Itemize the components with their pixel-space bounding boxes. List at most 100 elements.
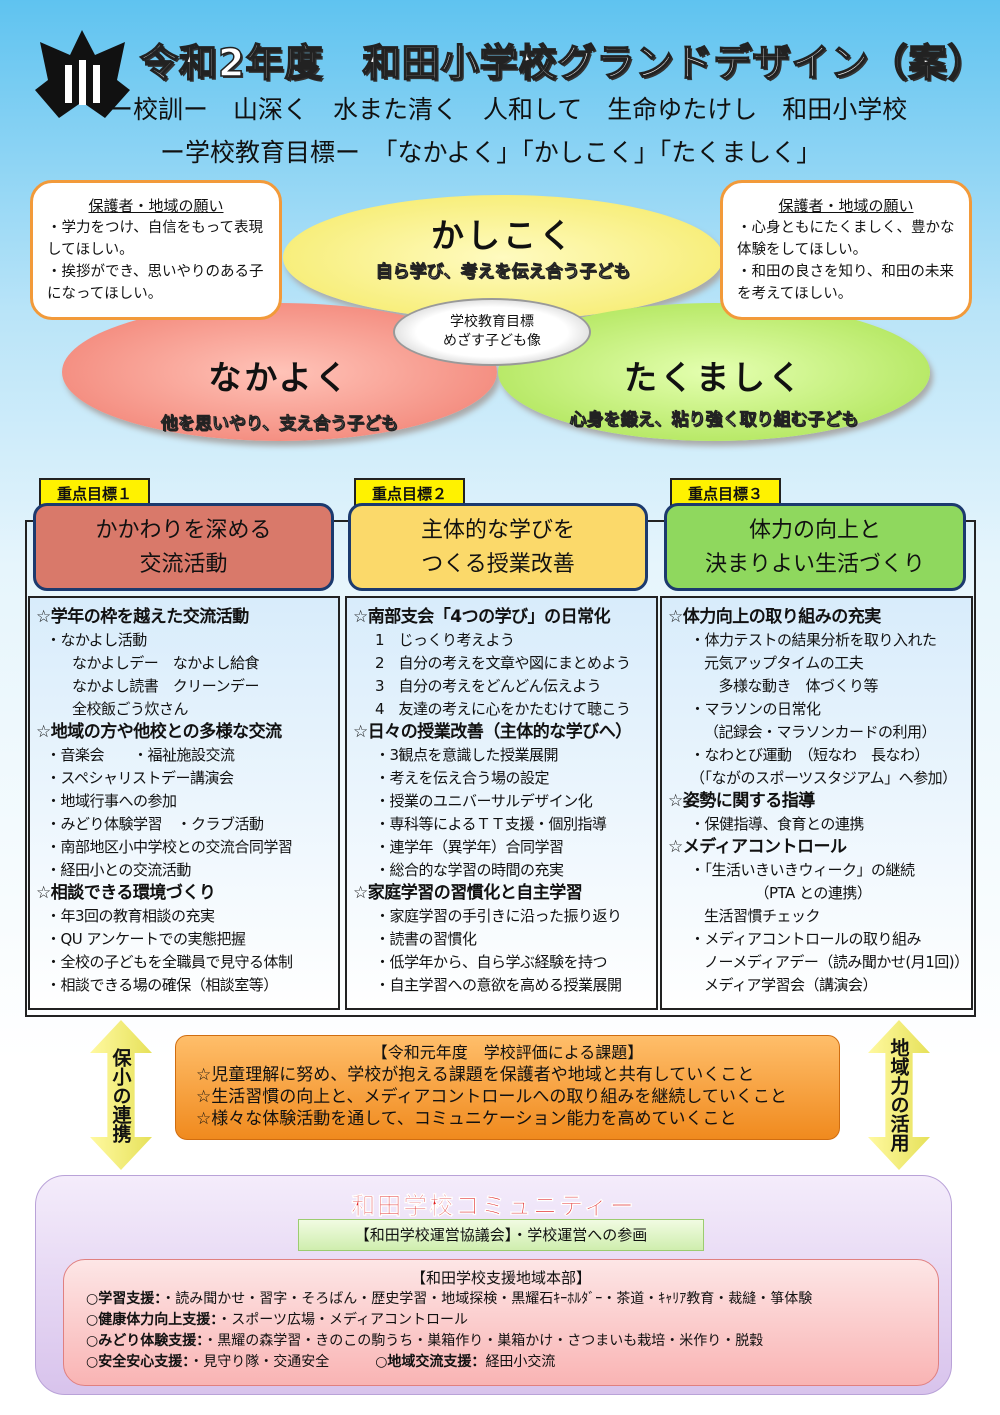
wish-line: ・心身ともにたくましく、豊かな体験をしてほしい。 [737, 220, 955, 258]
list-item: 多様な動き 体づくり等 [704, 677, 879, 695]
page-title: 令和2年度 和田小学校グランドデザイン（案） [139, 40, 987, 86]
oval-subtitle: 自ら学び、考えを伝え合う子ども [375, 262, 631, 283]
oval-title: なかよく [208, 358, 351, 397]
school-goals: ー学校教育目標ー 「なかよく」「かしこく」「たくましく」 [160, 138, 822, 167]
oval-center: 学校教育目標 めざす子ども像 [393, 298, 591, 366]
support-text: ・見守り隊・交通安全 [189, 1354, 330, 1370]
school-crest-logo [35, 30, 130, 118]
support-label: ○学習支援： [86, 1291, 162, 1307]
list-item: ・全校の子どもを全職員で見守る体制 [46, 953, 293, 971]
list-item: ・南部地区小中学校との交流合同学習 [46, 838, 293, 856]
section-heading: ☆日々の授業改善（主体的な学びへ） [353, 722, 632, 742]
list-item: ・みどり体験学習 ・クラブ活動 [46, 815, 264, 833]
wish-line: ・挨拶ができ、思いやりのある子になってほしい。 [47, 264, 264, 302]
list-item: ・専科等によるＴＴ支援・個別指導 [375, 815, 607, 833]
list-item: ・保健指導、食育との連携 [690, 815, 864, 833]
list-item: 2 自分の考えを文章や図にまとめよう [375, 654, 631, 672]
column-body: ☆南部支会「4つの学び」の日常化 1 じっくり考えよう 2 自分の考えを文章や図にま… [345, 596, 658, 1010]
wish-title: 保護者・地域の願い [88, 197, 224, 215]
list-item: 全校飯ごう炊さん [72, 700, 189, 718]
support-text: ・スポーツ広場・メディアコントロール [217, 1312, 468, 1328]
section-heading: ☆体力向上の取り組みの充実 [668, 607, 881, 627]
section-heading: ☆地域の方や他校との多様な交流 [36, 722, 282, 742]
issue-line: ☆様々な体験活動を通して、コミュニケーション能力を高めていくこと [196, 1109, 737, 1129]
school-motto: ー校訓ー 山深く 水また清く 人和して 生命ゆたけし 和田小学校 [108, 95, 908, 124]
section-heading: ☆家庭学習の習慣化と自主学習 [353, 883, 583, 903]
list-item: ・体力テストの結果分析を取り入れた [690, 631, 937, 649]
support-row: ○健康体力向上支援：・スポーツ広場・メディアコントロール [86, 1310, 916, 1331]
support-box: 【和田学校支援地域本部】 ○学習支援：・読み聞かせ・習字・そろばん・歴史学習・地… [63, 1259, 939, 1386]
heading-line: 交流活動 [139, 552, 228, 577]
list-item: ・音楽会 ・福祉施設交流 [46, 746, 235, 764]
community-box: 和田学校コミュニティー 【和田学校運営協議会】・学校運営への参画 【和田学校支援… [35, 1175, 952, 1395]
list-item: ・授業のユニバーサルデザイン化 [375, 792, 593, 810]
heading-line: つくる授業改善 [421, 552, 575, 577]
support-text: ・読み聞かせ・習字・そろばん・歴史学習・地域探検・黒耀石ｷｰﾎﾙﾀﾞｰ・茶道・ｷ… [161, 1291, 813, 1307]
support-row: ○安全安心支援：・見守り隊・交通安全 ○地域交流支援：経田小交流 [86, 1352, 916, 1373]
list-item: 3 自分の考えをどんどん伝えよう [375, 677, 602, 695]
list-item: 1 じっくり考えよう [375, 631, 515, 649]
list-item: ・総合的な学習の時間の充実 [375, 861, 564, 879]
wish-line: ・和田の良さを知り、和田の未来を考えてほしい。 [737, 264, 954, 302]
list-item: 元気アップタイムの工夫 [704, 654, 864, 672]
support-label: ○みどり体験支援： [86, 1333, 204, 1349]
heading-line: 主体的な学びを [420, 518, 575, 543]
list-item: （記録会・マラソンカードの利用） [704, 723, 937, 741]
wish-title: 保護者・地域の願い [778, 197, 914, 215]
list-item: なかよし読書 クリーンデー [72, 677, 260, 695]
oval-title: かしこく [431, 216, 575, 255]
list-item: ・地域行事への参加 [46, 792, 177, 810]
support-label: ○安全安心支援： [86, 1354, 190, 1370]
list-item: 4 友達の考えに心をかたむけて聴こう [375, 700, 631, 718]
list-item: 生活習慣チェック [704, 907, 821, 925]
support-row: ○みどり体験支援：・黒耀の森学習・きのこの駒うち・巣箱作り・巣箱かけ・さつまいも… [86, 1331, 916, 1352]
list-item: ・なわとび運動 （短なわ 長なわ） [690, 746, 930, 764]
support-label: ○健康体力向上支援： [86, 1312, 218, 1328]
arrow-right: 地域力の活用 [868, 1020, 930, 1170]
column-heading: 体力の向上と決まりよい生活づくり [664, 503, 966, 591]
section-heading: ☆南部支会「4つの学び」の日常化 [353, 607, 611, 627]
list-item: ・メディアコントロールの取り組み [690, 930, 921, 948]
column-body: ☆学年の枠を越えた交流活動・なかよし活動なかよしデー なかよし給食なかよし読書 … [28, 596, 340, 1010]
section-heading: ☆メディアコントロール [668, 837, 847, 857]
list-item: ・読書の習慣化 [375, 930, 477, 948]
wish-box-left: 保護者・地域の願い ・学力をつけ、自信をもって表現してほしい。 ・挨拶ができ、思… [30, 180, 282, 320]
support-title: 【和田学校支援地域本部】 [410, 1269, 591, 1287]
oval-title: たくましく [624, 358, 804, 397]
section-heading: ☆相談できる環境づくり [36, 883, 216, 903]
list-item: ・考えを伝え合う場の設定 [375, 769, 550, 787]
community-title: 和田学校コミュニティー [351, 1192, 636, 1221]
list-item: ・連学年（異学年）合同学習 [375, 838, 564, 856]
list-item: メディア学習会（講演会） [704, 976, 877, 994]
oval-subtitle: 他を思いやり、支え合う子ども [160, 414, 399, 435]
oval-subtitle: 心身を鍛え、粘り強く取り組む子ども [569, 410, 859, 431]
column-heading: かかわりを深める交流活動 [33, 503, 334, 591]
support-label: ○地域交流支援： [375, 1354, 486, 1370]
list-item: ・低学年から、自ら学ぶ経験を持つ [375, 953, 608, 971]
council-box: 【和田学校運営協議会】・学校運営への参画 [298, 1219, 704, 1251]
arrow-left: 保小の連携 [90, 1020, 152, 1170]
support-row: ○学習支援：・読み聞かせ・習字・そろばん・歴史学習・地域探検・黒耀石ｷｰﾎﾙﾀﾞ… [86, 1289, 916, 1310]
column-body: ☆体力向上の取り組みの充実・体力テストの結果分析を取り入れた元気アップタイムの工… [660, 596, 973, 1010]
heading-line: かかわりを深める [95, 518, 272, 543]
heading-line: 決まりよい生活づくり [704, 552, 925, 577]
list-item: ・年3回の教育相談の充実 [46, 907, 215, 925]
list-item: ・相談できる場の確保（相談室等） [46, 976, 278, 994]
list-item: なかよしデー なかよし給食 [72, 654, 260, 672]
wish-box-right: 保護者・地域の願い ・心身ともにたくましく、豊かな体験をしてほしい。 ・和田の良… [720, 180, 972, 320]
list-item: ・「生活いきいきウィーク」の継続 [690, 861, 915, 879]
issues-box: 【令和元年度 学校評価による課題】 ☆児童理解に努め、学校が抱える課題を保護者や… [175, 1035, 840, 1140]
section-heading: ☆姿勢に関する指導 [668, 791, 815, 811]
list-item: ・QU アンケートでの実態把握 [46, 930, 246, 948]
arrow-label: 保小の連携 [109, 1047, 132, 1143]
section-heading: ☆学年の枠を越えた交流活動 [36, 607, 249, 627]
support-text: 経田小交流 [485, 1354, 556, 1370]
arrow-label: 地域力の活用 [887, 1038, 910, 1152]
issues-title: 【令和元年度 学校評価による課題】 [371, 1043, 644, 1062]
list-item: ・3観点を意識した授業展開 [375, 746, 559, 764]
issue-line: ☆生活習慣の向上と、メディアコントロールへの取り組みを継続していくこと [196, 1087, 787, 1107]
list-item: ・家庭学習の手引きに沿った振り返り [375, 907, 622, 925]
heading-line: 体力の向上と [748, 518, 881, 543]
list-item: ・経田小との交流活動 [46, 861, 191, 879]
list-item: ノーメディアデー（読み聞かせ(月1回)） [704, 953, 969, 971]
